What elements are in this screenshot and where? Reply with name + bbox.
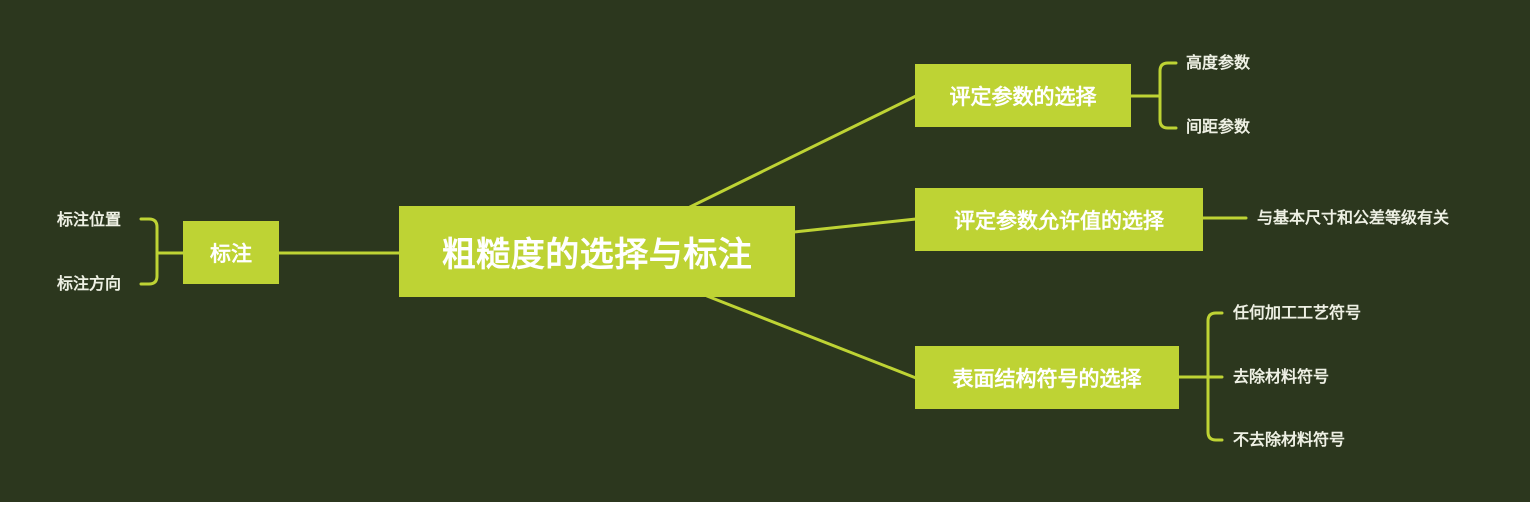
connector-root-eval-allowed [792,217,918,234]
leaf-any-process-symbol[interactable]: 任何加工工艺符号 [1233,303,1362,322]
bracket-eval-params [1128,61,1178,130]
branch-label: 评定参数的选择 [949,84,1097,109]
leaf-height-params[interactable]: 高度参数 [1186,53,1251,72]
connector-root-surface-symbols [705,294,918,380]
branch-node-surface-symbols[interactable]: 表面结构符号的选择 [915,346,1179,409]
bracket-surface-symbols [1176,311,1224,442]
branch-label: 评定参数允许值的选择 [954,208,1164,233]
leaf-annotation-direction[interactable]: 标注方向 [57,274,122,293]
root-node[interactable]: 粗糙度的选择与标注 [399,206,795,297]
root-label: 粗糙度的选择与标注 [441,235,753,275]
branch-node-eval-allowed[interactable]: 评定参数允许值的选择 [915,188,1203,251]
leaf-no-material-removal-symbol[interactable]: 不去除材料符号 [1233,430,1346,449]
branch-label: 表面结构符号的选择 [952,366,1142,391]
leaf-material-removal-symbol[interactable]: 去除材料符号 [1233,367,1330,386]
leaf-spacing-params[interactable]: 间距参数 [1186,117,1251,136]
leaf-annotation-position[interactable]: 标注位置 [57,210,122,229]
branch-node-eval-params[interactable]: 评定参数的选择 [915,64,1131,127]
branch-label: 标注 [210,241,252,266]
bracket-annotation [139,217,186,286]
branch-node-annotation[interactable]: 标注 [183,221,279,284]
connector-root-eval-params [688,94,918,209]
leaf-related-to-size-tolerance[interactable]: 与基本尺寸和公差等级有关 [1257,208,1450,227]
